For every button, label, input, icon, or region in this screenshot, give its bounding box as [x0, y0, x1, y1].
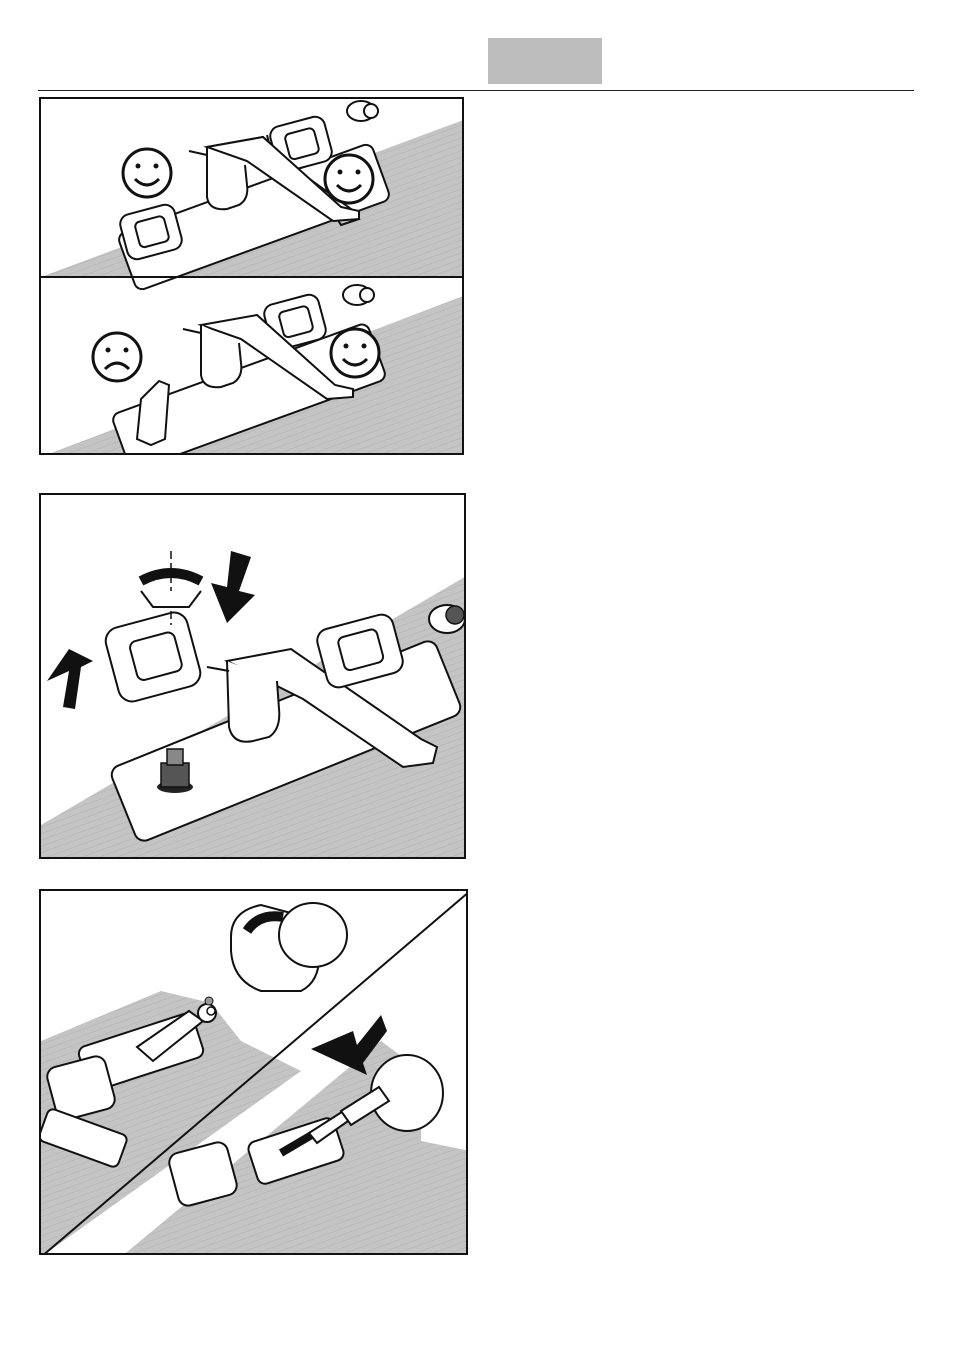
figure-handle-removal	[39, 493, 466, 859]
scene-incorrect	[41, 285, 464, 455]
figure-hand-shower-connection	[39, 889, 468, 1255]
arrow-up-icon	[47, 649, 93, 709]
handle-left-wrong	[137, 381, 169, 445]
smiley-icon	[123, 149, 171, 197]
frowny-icon	[93, 333, 141, 381]
handle-lifted	[103, 609, 204, 704]
header-rule	[38, 90, 914, 91]
smiley-icon	[325, 155, 373, 203]
header-tab	[488, 38, 602, 84]
scene-correct	[41, 101, 464, 291]
shower-holder	[231, 903, 347, 991]
smiley-icon	[331, 329, 379, 377]
figure-handle-orientation	[39, 97, 464, 455]
arrow-down-icon	[211, 551, 255, 623]
